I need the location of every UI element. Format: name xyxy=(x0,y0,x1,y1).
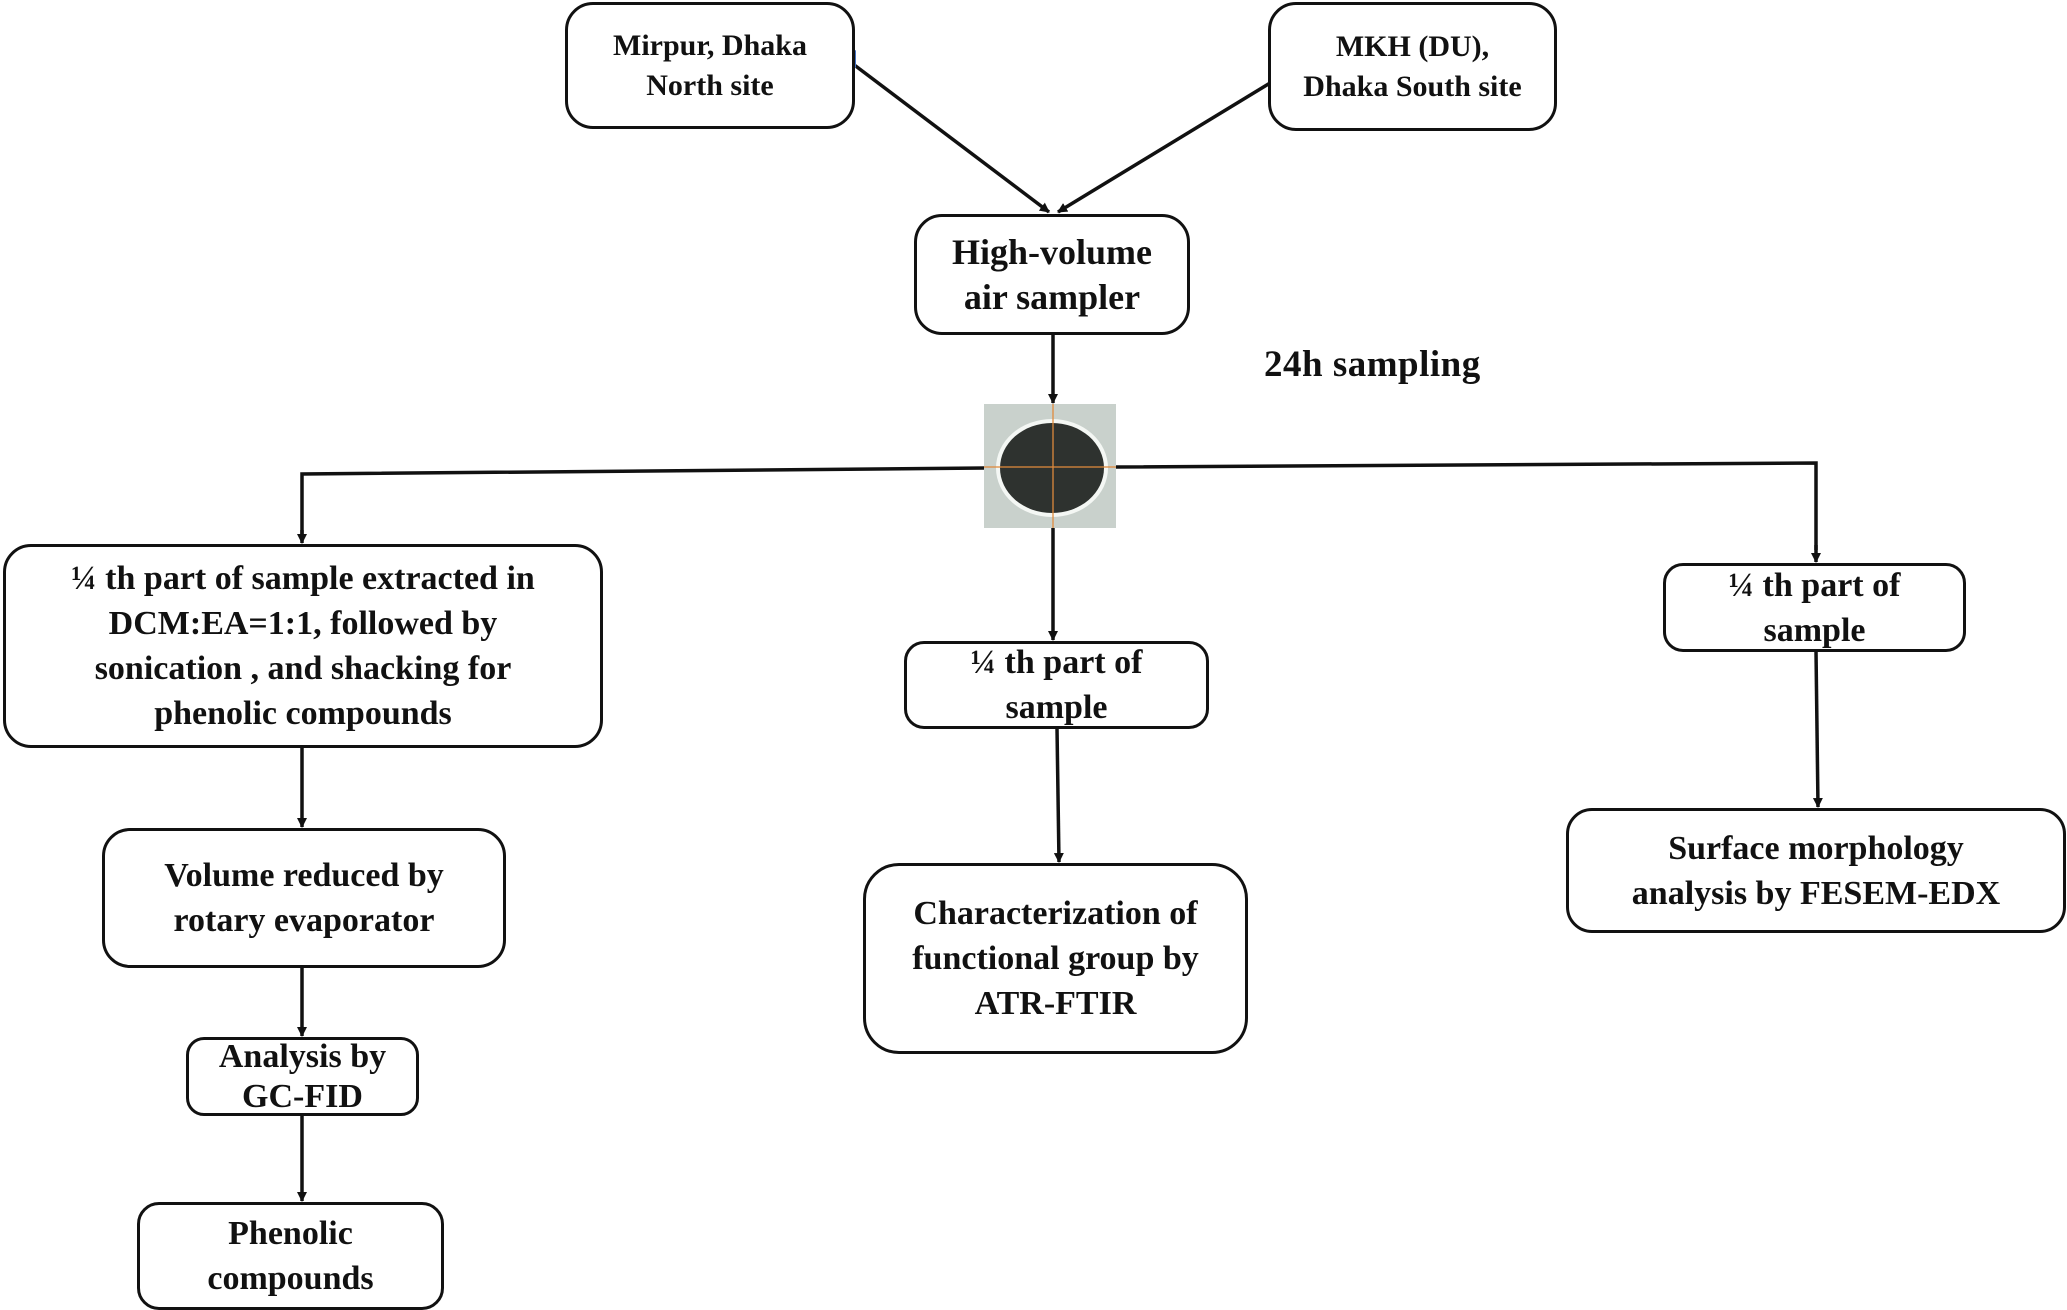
middle-portion-label: ¼ th part of sample xyxy=(970,644,1143,726)
extraction-label: ¼ th part of sample extracted in DCM:EA=… xyxy=(71,560,535,732)
arrow-south-to-sampler xyxy=(1057,78,1276,214)
connector-filter-right xyxy=(1115,461,1818,550)
connector-filter-left xyxy=(300,466,986,540)
gcfid-box: Analysis by GC-FID xyxy=(186,1037,419,1116)
sampler-box: High-volume air sampler xyxy=(914,214,1190,335)
site-north-label: Mirpur, Dhaka North site xyxy=(613,28,807,102)
site-south-label: MKH (DU), Dhaka South site xyxy=(1303,29,1522,103)
filter-sample-image xyxy=(984,404,1116,528)
right-portion-label: ¼ th part of sample xyxy=(1728,566,1901,649)
evaporation-label: Volume reduced by rotary evaporator xyxy=(164,857,444,939)
phenolic-label: Phenolic compounds xyxy=(207,1215,374,1297)
surface-morphology-box: Surface morphology analysis by FESEM-EDX xyxy=(1566,808,2066,933)
site-south-box: MKH (DU), Dhaka South site xyxy=(1268,2,1557,131)
right-portion-box: ¼ th part of sample xyxy=(1663,563,1966,652)
arrow-to-surface xyxy=(1812,650,1823,808)
middle-portion-box: ¼ th part of sample xyxy=(904,641,1209,729)
site-north-box: Mirpur, Dhaka North site xyxy=(565,2,855,129)
characterization-box: Characterization of functional group by … xyxy=(863,863,1248,1054)
characterization-label: Characterization of functional group by … xyxy=(912,895,1199,1022)
sampling-duration-label: 24h sampling xyxy=(1264,344,1481,385)
surface-morphology-label: Surface morphology analysis by FESEM-EDX xyxy=(1631,829,2001,912)
arrow-north-to-sampler xyxy=(851,62,1051,214)
sampler-label: High-volume air sampler xyxy=(951,231,1152,317)
gcfid-label: Analysis by GC-FID xyxy=(218,1037,387,1115)
arrow-to-characterization xyxy=(1053,727,1064,863)
evaporation-box: Volume reduced by rotary evaporator xyxy=(102,828,506,968)
extraction-box: ¼ th part of sample extracted in DCM:EA=… xyxy=(3,544,603,748)
phenolic-box: Phenolic compounds xyxy=(137,1202,444,1310)
